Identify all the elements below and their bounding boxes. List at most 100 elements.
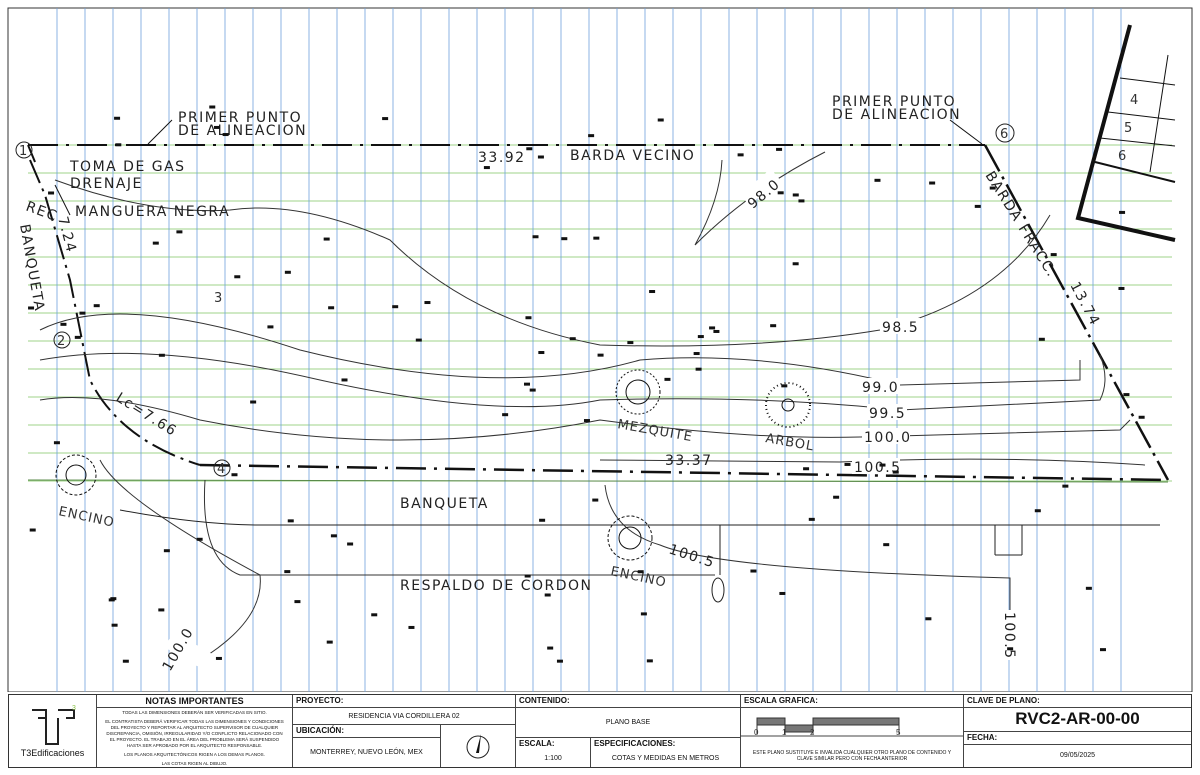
tree-encino-1 [55, 454, 97, 496]
survey-point-mark [544, 593, 551, 597]
survey-point-mark [287, 519, 294, 523]
logo-superscript: 3 [72, 705, 76, 712]
survey-point-mark [524, 382, 531, 386]
label-barda-vecino: BARDA VECINO [570, 148, 695, 164]
label-manguera-negra: MANGUERA NEGRA [75, 204, 230, 220]
escala-value: 1:100 [544, 755, 562, 762]
survey-point-mark [234, 275, 241, 279]
survey-point-mark [697, 335, 704, 339]
survey-point-mark [163, 549, 170, 553]
survey-point-mark [583, 419, 590, 423]
scale-tick-label: 1 [782, 728, 787, 737]
survey-point-mark [341, 378, 348, 382]
leader-arrow [54, 184, 71, 216]
survey-point-mark [803, 467, 810, 471]
survey-point-mark [525, 316, 532, 320]
survey-point-mark [60, 322, 67, 326]
survey-point-mark [646, 659, 653, 663]
content-cell: CONTENIDO: PLANO BASE ESCALA: 1:100 ESPE… [516, 695, 741, 767]
survey-point-mark [267, 325, 274, 329]
survey-point-mark [53, 441, 60, 445]
notes-title: NOTAS IMPORTANTES [97, 695, 292, 708]
survey-point-mark [93, 304, 100, 308]
label-rec: REC [24, 199, 60, 225]
contenido-label: CONTENIDO: [516, 695, 740, 708]
survey-point-mark [569, 337, 576, 341]
key-cell: CLAVE DE PLANO: RVC2-AR-00-00 FECHA: 09/… [964, 695, 1191, 767]
survey-point-mark [892, 470, 899, 474]
title-block: 3 T3Edificaciones NOTAS IMPORTANTES TODA… [8, 694, 1192, 768]
logo-cell: 3 T3Edificaciones [9, 695, 97, 767]
survey-point-mark [326, 640, 333, 644]
survey-point-mark [808, 517, 815, 521]
survey-point-mark [593, 236, 600, 240]
dimension-33-92: 33.92 [478, 150, 526, 166]
scale-tick-label: 2 [810, 728, 815, 737]
survey-point-mark [483, 166, 490, 170]
tree-arbol [765, 382, 811, 428]
label-respaldo-de-cordon: RESPALDO DE CORDON [400, 578, 593, 594]
notes-cell: NOTAS IMPORTANTES TODAS LAS DIMENSIONES … [97, 695, 293, 767]
vertex-4-label: 4 [217, 462, 226, 477]
survey-point-mark [323, 237, 330, 241]
survey-point-mark [529, 388, 536, 392]
scale-tick-label: 0 [754, 728, 759, 737]
survey-point-mark [152, 241, 159, 245]
contour-label-99-0: 99.0 [862, 380, 899, 396]
survey-point-mark [284, 270, 291, 274]
contenido-value: PLANO BASE [516, 708, 740, 738]
neighbor-lots [1075, 24, 1176, 242]
survey-point-mark [929, 181, 936, 185]
contour-label-99-5: 99.5 [869, 406, 906, 422]
survey-point-mark [879, 463, 886, 467]
leader-arrow [949, 119, 983, 145]
especificaciones-value: COTAS Y MEDIDAS EN METROS [611, 755, 720, 762]
survey-point-mark [597, 353, 604, 357]
survey-point-mark [284, 570, 291, 574]
survey-point-mark [709, 326, 716, 330]
contour-label-100-5: 100.5 [1001, 612, 1017, 660]
survey-point-mark [526, 147, 533, 151]
survey-point-mark [539, 518, 546, 522]
survey-point-mark [108, 598, 115, 602]
survey-point-mark [1085, 586, 1092, 590]
proyecto-label: PROYECTO: [293, 695, 515, 708]
survey-point-mark [424, 301, 431, 305]
survey-point-mark [1123, 393, 1130, 397]
label-encino: ENCINO [609, 564, 668, 590]
survey-point-mark [713, 329, 720, 333]
survey-point-marks [28, 105, 1145, 663]
survey-point-mark [538, 351, 545, 355]
contour-label-98-5: 98.5 [882, 320, 919, 336]
survey-point-mark [524, 574, 531, 578]
clave-label: CLAVE DE PLANO: [964, 695, 1191, 708]
survey-point-mark [347, 542, 354, 546]
survey-point-mark [1118, 286, 1125, 290]
survey-point-mark [1038, 337, 1045, 341]
survey-point-mark [537, 155, 544, 159]
lot-4: 4 [1130, 93, 1139, 108]
survey-point-mark [114, 116, 121, 120]
fecha-label: FECHA: [964, 732, 1191, 745]
survey-point-mark [792, 262, 799, 266]
contour-label-100-5: 100.5 [854, 460, 902, 476]
survey-point-mark [213, 125, 220, 129]
survey-point-mark [115, 143, 122, 147]
survey-point-mark [29, 528, 36, 532]
survey-point-mark [222, 133, 229, 137]
road-lines [119, 509, 1160, 603]
label-mezquite: MEZQUITE [616, 417, 694, 445]
survey-point-mark [989, 186, 996, 190]
label-toma-de-gas: TOMA DE GAS [69, 159, 186, 175]
brand-name: T3Edificaciones [20, 748, 85, 758]
survey-point-mark [974, 204, 981, 208]
survey-point-mark [79, 311, 86, 315]
survey-point-mark [382, 117, 389, 121]
fecha-value: 09/05/2025 [1059, 752, 1096, 760]
note: EL CONTRATISTA DEBERÁ VERIFICAR TODAS LA… [105, 719, 284, 748]
vertex-markers [15, 123, 1015, 477]
project-cell: PROYECTO: RESIDENCIA VIA CORDILLERA 02 U… [293, 695, 516, 767]
survey-point-mark [561, 237, 568, 241]
drawing-border [7, 7, 1193, 692]
survey-point-mark [556, 659, 563, 663]
